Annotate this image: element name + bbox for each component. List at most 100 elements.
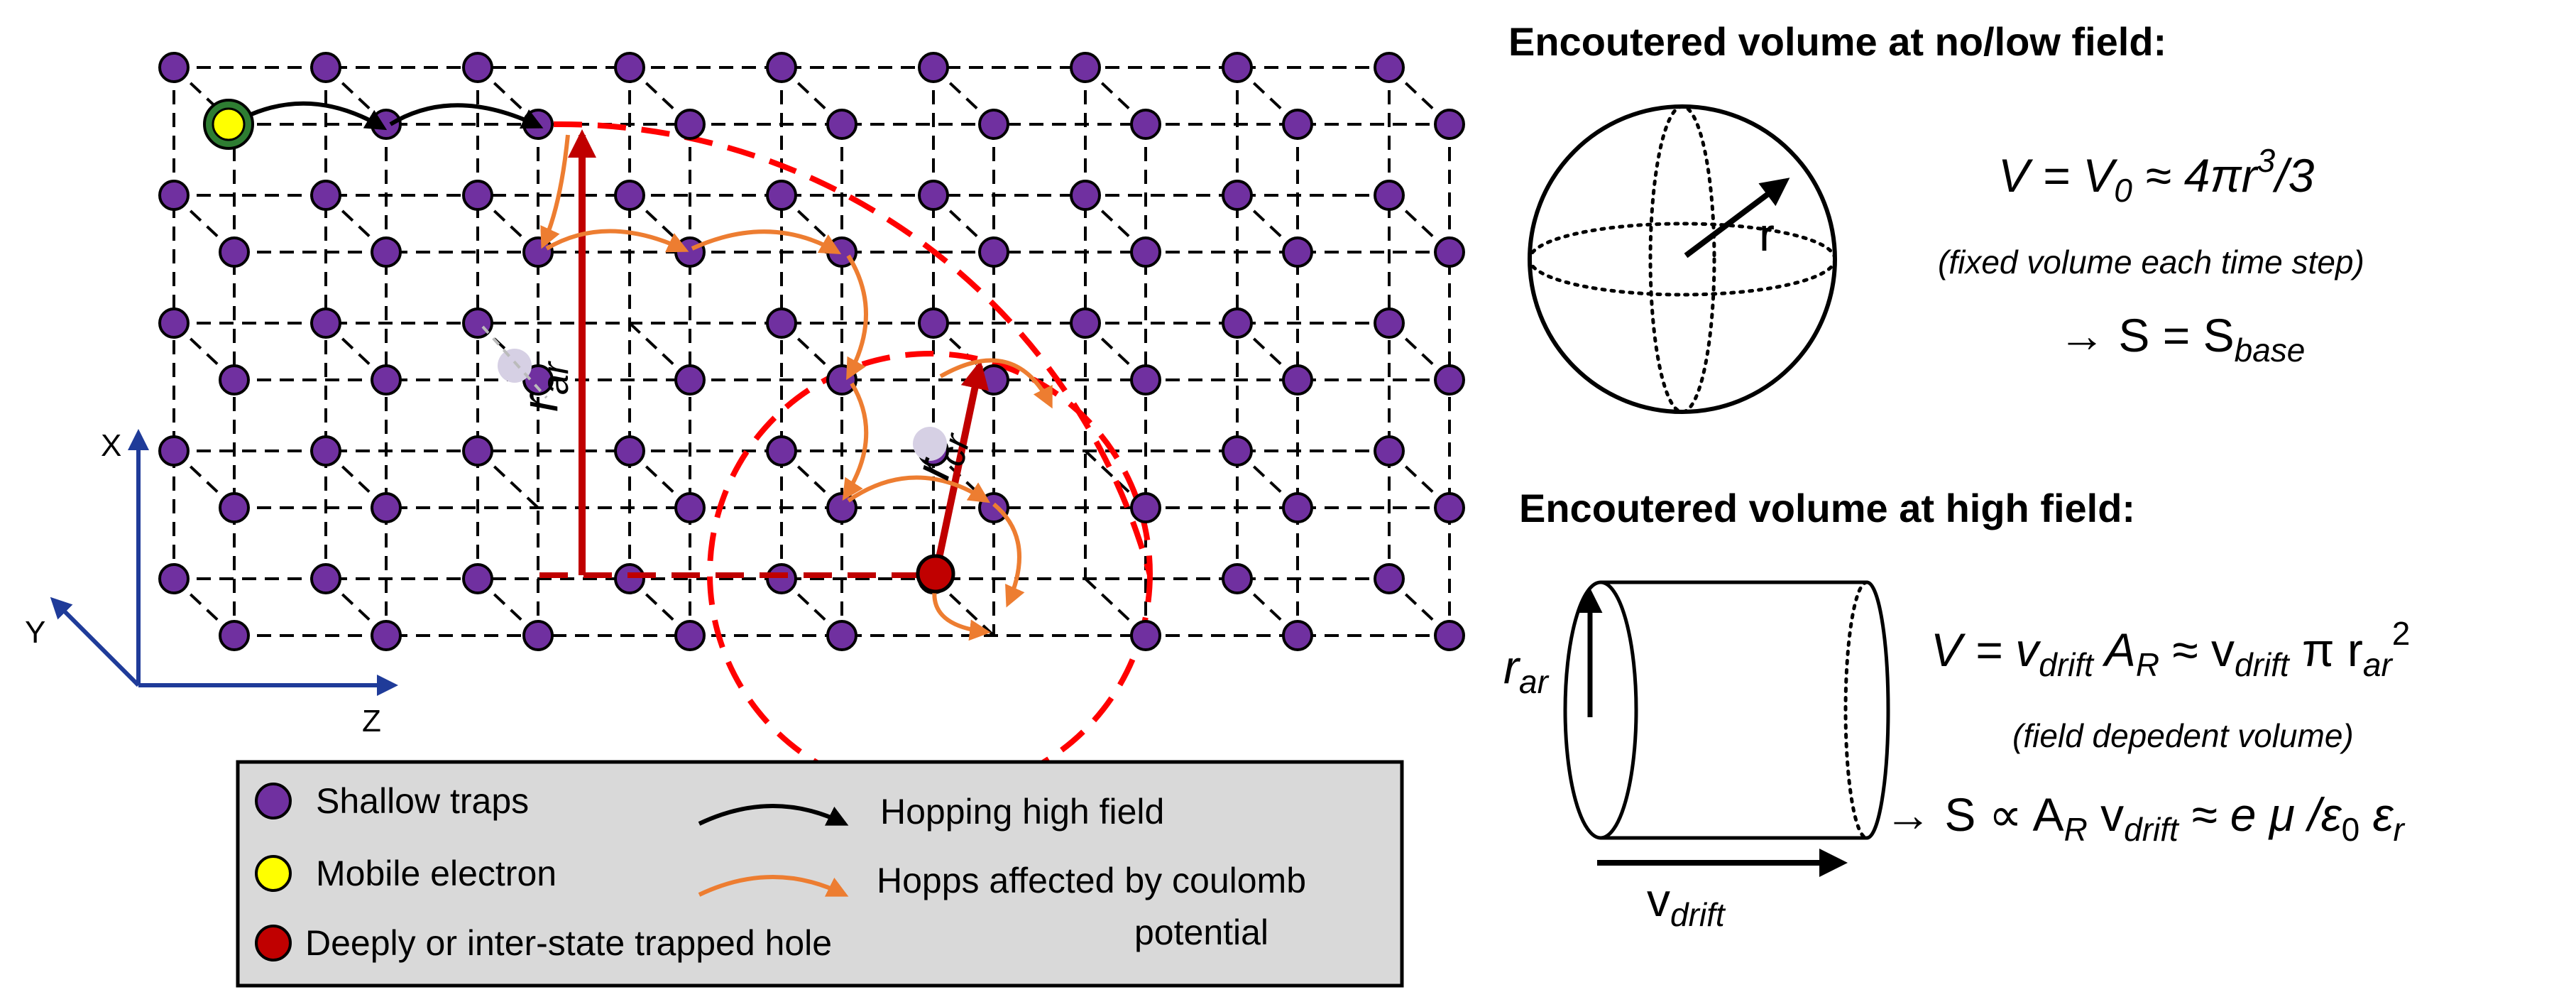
shallow-trap-node — [158, 435, 190, 467]
shallow-trap-node — [462, 180, 493, 211]
shallow-trap-node — [371, 620, 402, 651]
low-field-volume-equation: V = V0 ≈ 4πr3/3 — [1998, 142, 2315, 209]
shallow-trap-node — [766, 563, 797, 594]
legend-hopps-affected-line1: Hopps affected by coulomb — [877, 861, 1306, 900]
shallow-trap-node — [614, 52, 645, 83]
axis-z-label: Z — [362, 704, 381, 739]
shallow-trap-node — [614, 563, 645, 594]
shallow-trap-node — [978, 364, 1009, 396]
lattice-nodes — [158, 52, 1465, 651]
shallow-trap-node — [674, 620, 706, 651]
shallow-trap-node — [1282, 236, 1313, 268]
r-cr-arrow — [933, 360, 989, 570]
shallow-trap-node — [614, 435, 645, 467]
sphere-r-label: r — [1759, 208, 1775, 261]
high-field-entropy-equation: → S ∝ AR vdrift ≈ e μ /ε0 εr — [1885, 788, 2406, 848]
shallow-trap-node — [1222, 563, 1253, 594]
cylinder-r-label: rar — [1503, 641, 1550, 700]
shallow-trap-node — [1434, 620, 1465, 651]
legend-deep-trap: Deeply or inter-state trapped hole — [305, 923, 832, 963]
shallow-trap-node — [614, 180, 645, 211]
shallow-trap-node — [371, 236, 402, 268]
shallow-trap-node — [918, 307, 949, 339]
shallow-trap-node — [462, 563, 493, 594]
lattice-grid — [172, 66, 1451, 637]
shallow-trap-node — [1282, 364, 1313, 396]
sphere-diagram — [1528, 104, 1837, 414]
shallow-trap-node — [766, 52, 797, 83]
shallow-trap-node — [1070, 307, 1101, 339]
shallow-trap-node — [158, 180, 190, 211]
shallow-trap-node — [310, 52, 341, 83]
shallow-trap-node — [826, 109, 857, 140]
high-field-note: (field depedent volume) — [2012, 717, 2354, 754]
shallow-trap-node — [1374, 563, 1405, 594]
shallow-trap-node — [1222, 52, 1253, 83]
coordinate-axes — [50, 429, 398, 696]
hop-arrow-2 — [389, 103, 544, 129]
shallow-trap-node — [1282, 492, 1313, 523]
low-field-entropy-equation: → S = Sbase — [2059, 309, 2305, 369]
shallow-trap-node — [1374, 435, 1405, 467]
shallow-trap-node — [1434, 364, 1465, 396]
shallow-trap-node — [1374, 52, 1405, 83]
cylinder-diagram — [1563, 580, 1890, 877]
legend-electron-marker — [255, 855, 292, 892]
shallow-trap-node — [219, 620, 250, 651]
shallow-trap-node — [978, 236, 1009, 268]
shallow-trap-node — [1374, 180, 1405, 211]
shallow-trap-node — [766, 307, 797, 339]
legend-black-hop-arrow — [698, 804, 849, 826]
ghost-position-ar — [498, 349, 532, 383]
legend-hopps-affected-line2: potential — [1134, 912, 1268, 952]
r-ar-label: rar — [512, 360, 576, 412]
shallow-trap-node — [1130, 620, 1161, 651]
shallow-trap-node — [158, 563, 190, 594]
shallow-trap-node — [1070, 52, 1101, 83]
trapped-hole — [916, 554, 955, 594]
shallow-trap-node — [310, 307, 341, 339]
shallow-trap-node — [978, 109, 1009, 140]
legend-shallow-trap-marker — [255, 783, 292, 819]
legend-hole-marker — [255, 925, 292, 961]
legend-mobile-electron: Mobile electron — [316, 854, 557, 893]
legend-shallow-traps: Shallow traps — [316, 781, 529, 821]
shallow-trap-node — [1130, 364, 1161, 396]
shallow-trap-node — [1434, 492, 1465, 523]
shallow-trap-node — [1222, 307, 1253, 339]
shallow-trap-node — [1130, 236, 1161, 268]
shallow-trap-node — [371, 364, 402, 396]
ghost-guide-ar — [481, 325, 548, 399]
shallow-trap-node — [219, 492, 250, 523]
shallow-trap-node — [1282, 620, 1313, 651]
shallow-trap-node — [1282, 109, 1313, 140]
axis-y-label: Y — [25, 615, 45, 650]
shallow-trap-node — [1130, 492, 1161, 523]
low-field-title: Encoutered volume at no/low field: — [1508, 19, 2166, 64]
shallow-trap-node — [674, 492, 706, 523]
shallow-trap-node — [371, 492, 402, 523]
shallow-trap-node — [310, 435, 341, 467]
shallow-trap-node — [766, 180, 797, 211]
shallow-trap-node — [1434, 236, 1465, 268]
shallow-trap-node — [158, 307, 190, 339]
shallow-trap-node — [674, 236, 706, 268]
shallow-trap-node — [674, 364, 706, 396]
shallow-trap-node — [158, 52, 190, 83]
cylinder-v-drift-label: vdrift — [1647, 873, 1726, 933]
shallow-trap-node — [826, 620, 857, 651]
hop-arrow-1 — [243, 101, 388, 131]
shallow-trap-node — [219, 236, 250, 268]
high-field-title: Encoutered volume at high field: — [1519, 486, 2135, 530]
high-field-volume-equation: V = vdrift AR ≈ vdrift π rar2 — [1931, 615, 2410, 683]
shallow-trap-node — [766, 435, 797, 467]
axis-x-label: X — [101, 428, 121, 463]
shallow-trap-node — [1374, 307, 1405, 339]
shallow-trap-node — [462, 52, 493, 83]
legend-orange-hop-arrow — [698, 875, 849, 897]
shallow-trap-node — [1434, 109, 1465, 140]
shallow-trap-node — [1222, 435, 1253, 467]
shallow-trap-node — [674, 109, 706, 140]
shallow-trap-node — [918, 180, 949, 211]
shallow-trap-node — [310, 180, 341, 211]
